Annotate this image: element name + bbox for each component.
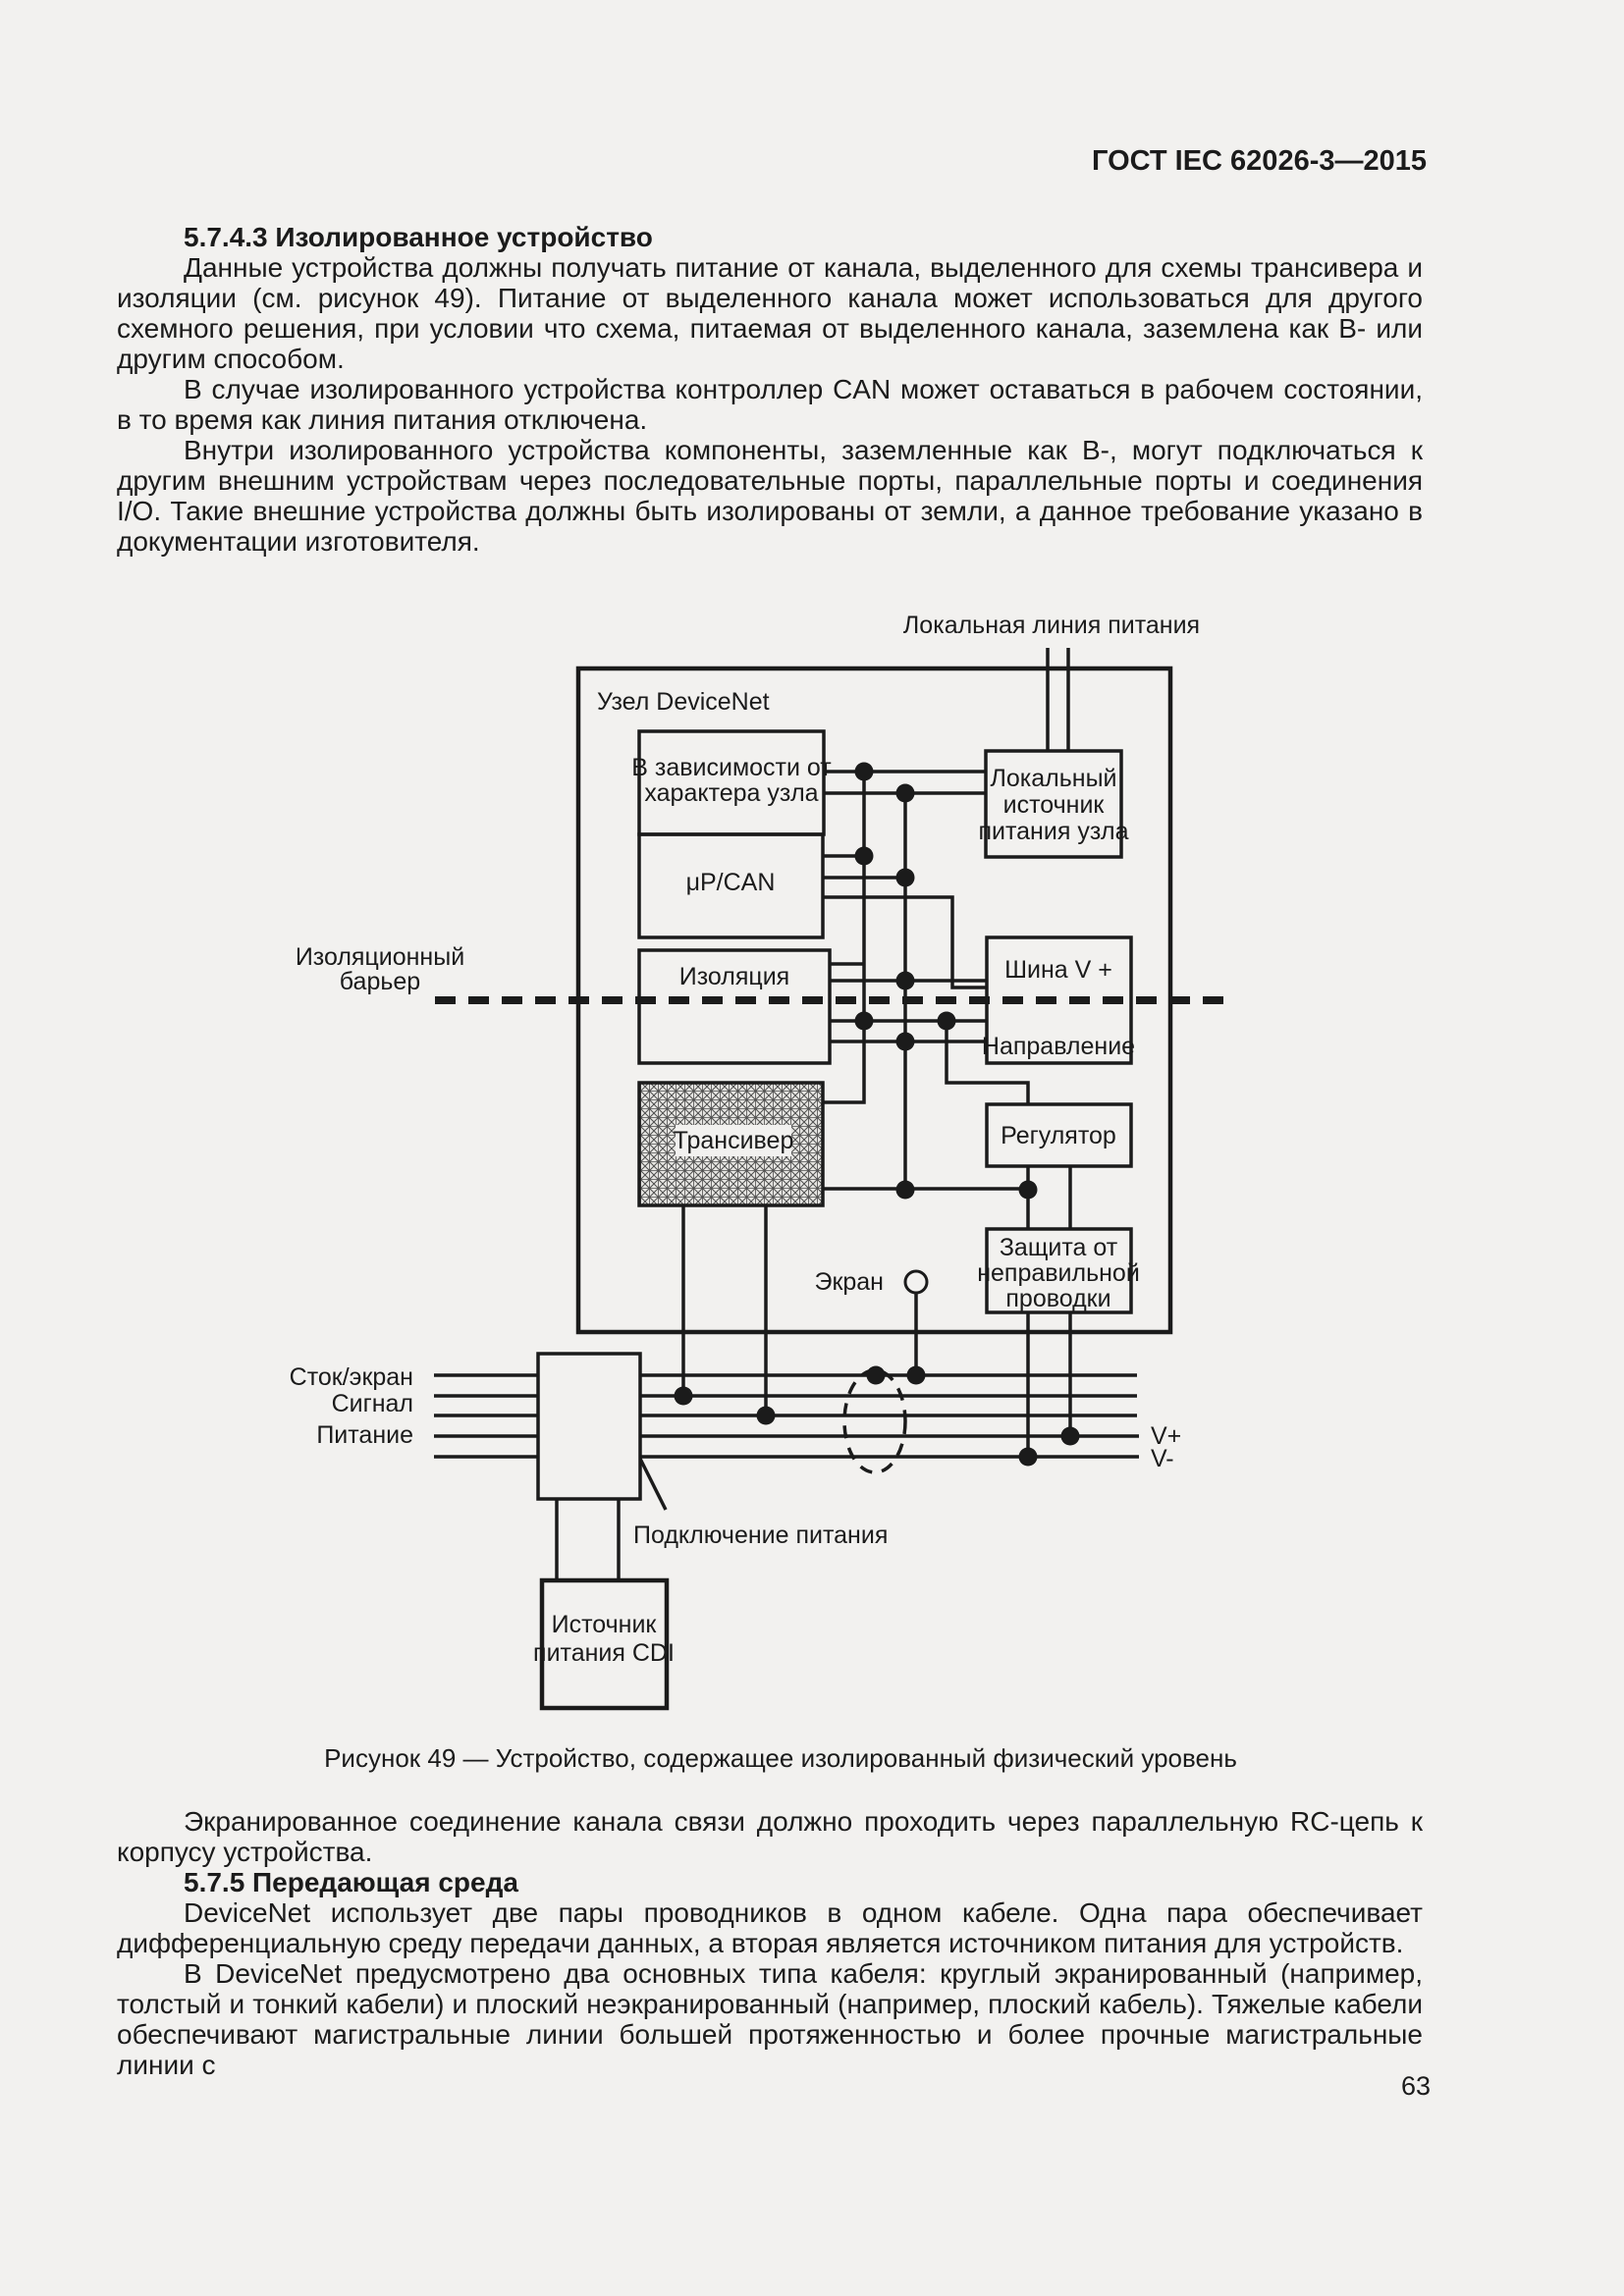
miswiring-protection-box <box>985 1227 1133 1314</box>
label-isolation: Изоляция <box>679 963 789 990</box>
label-power: Питание <box>316 1421 413 1449</box>
transceiver-label-patch <box>676 1125 791 1156</box>
section-575-heading: 5.7.5 Передающая среда <box>184 1867 518 1897</box>
isolation-box <box>637 948 832 1065</box>
label-protection-1: Защита от <box>1000 1234 1118 1261</box>
label-signal: Сигнал <box>332 1390 413 1417</box>
figure-caption: Рисунок 49 — Устройство, содержащее изол… <box>324 1743 1237 1773</box>
label-v-plus: V+ <box>1151 1422 1181 1450</box>
section-5743: 5.7.4.3 Изолированное устройство Данные … <box>117 222 1423 557</box>
label-direction: Направление <box>982 1033 1135 1060</box>
mpcan-box <box>637 832 825 939</box>
label-mpcan: μP/CAN <box>686 869 776 896</box>
label-shield: Экран <box>814 1268 884 1296</box>
label-devicenet-node: Узел DeviceNet <box>597 688 770 716</box>
label-cdi-source-1: Источник <box>552 1611 658 1638</box>
junction-dots <box>674 762 1080 1467</box>
paragraph: В DeviceNet предусмотрено два основных т… <box>117 1958 1423 2080</box>
page-header: ГОСТ IEC 62026-3—2015 <box>1092 145 1427 177</box>
paragraph: Экранированное соединение канала связи д… <box>117 1806 1423 1867</box>
label-local-source-1: Локальный <box>990 765 1116 792</box>
page-number: 63 <box>1400 2071 1431 2101</box>
label-power-connection: Подключение питания <box>633 1522 888 1549</box>
label-barrier-2: барьер <box>340 968 420 995</box>
label-depends-1: В зависимости от <box>631 754 832 781</box>
label-local-source-2: источник <box>1003 791 1106 819</box>
label-barrier-1: Изоляционный <box>296 943 464 971</box>
label-v-minus: V- <box>1151 1445 1174 1472</box>
connector-box <box>536 1352 642 1501</box>
paragraph: Данные устройства должны получать питани… <box>117 252 1423 374</box>
cdi-power-source-box <box>539 1577 670 1711</box>
label-drain-shield: Сток/экран <box>290 1363 413 1391</box>
label-bus-v: Шина V + <box>1004 956 1112 984</box>
section-575: Экранированное соединение канала связи д… <box>117 1806 1423 2080</box>
label-cdi-source-2: питания CDI <box>533 1639 675 1667</box>
paragraph: DeviceNet использует две пары проводнико… <box>117 1897 1423 1958</box>
bus-v-direction-box <box>985 935 1133 1065</box>
local-power-source-box <box>984 749 1123 859</box>
cable-bundle-ellipse <box>842 1368 907 1474</box>
label-transceiver: Трансивер <box>674 1127 794 1154</box>
label-depends-2: характера узла <box>644 779 818 807</box>
label-regulator: Регулятор <box>1001 1122 1116 1149</box>
devicenet-node-box <box>575 666 1173 1335</box>
label-protection-2: неправильной <box>977 1259 1140 1287</box>
label-protection-3: проводки <box>1005 1285 1110 1312</box>
paragraph: В случае изолированного устройства контр… <box>117 374 1423 435</box>
label-local-power-line: Локальная линия питания <box>903 612 1200 639</box>
shield-terminal-circle <box>903 1269 929 1295</box>
figure-49-diagram: Локальная линия питания Узел DeviceNet В… <box>290 612 1230 1711</box>
section-5743-heading: 5.7.4.3 Изолированное устройство <box>184 222 653 252</box>
label-local-source-3: питания узла <box>978 818 1128 845</box>
regulator-box <box>985 1102 1133 1168</box>
paragraph: Внутри изолированного устройства компоне… <box>117 435 1423 557</box>
